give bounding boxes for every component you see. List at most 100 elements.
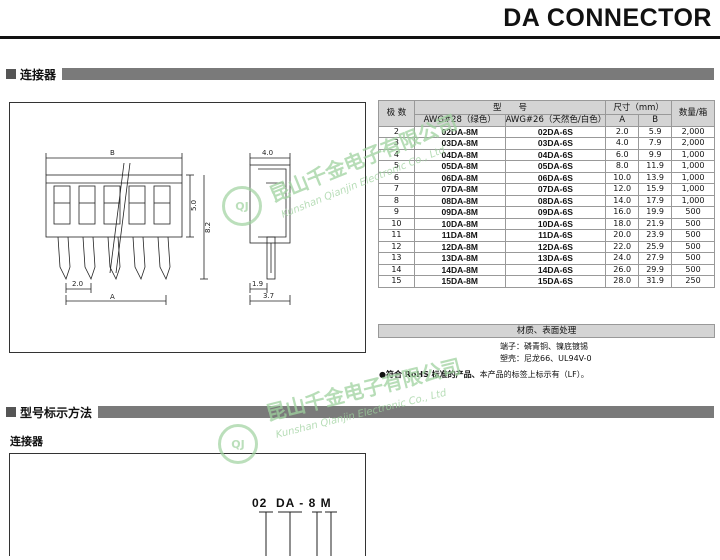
rohs-text: 本产品的标签上标示有（LF）。 [479, 370, 589, 379]
cell-qty: 2,000 [671, 137, 715, 150]
cell-poles: 12 [378, 240, 415, 253]
cell-a: 18.0 [605, 217, 640, 230]
page-title: DA CONNECTOR [503, 4, 712, 32]
dim-b-label: B [110, 149, 115, 157]
materials-heading: 材质、表面处理 [378, 324, 715, 338]
col-b: B [638, 114, 673, 127]
cell-b: 7.9 [638, 137, 673, 150]
cell-model-awg26: 03DA-6S [504, 137, 607, 150]
cell-b: 5.9 [638, 125, 673, 138]
sub-connector-label: 连接器 [10, 435, 43, 448]
section-connector-label: 连接器 [20, 67, 57, 82]
cell-model-awg28: 13DA-8M [413, 252, 506, 265]
cell-qty: 1,000 [671, 148, 715, 161]
cell-model-awg28: 02DA-8M [413, 125, 506, 138]
cell-poles: 13 [378, 252, 415, 265]
cell-model-awg28: 09DA-8M [413, 206, 506, 219]
col-awg26: AWG#26（天然色/白色） [504, 114, 607, 127]
cell-b: 29.9 [638, 263, 673, 276]
cell-model-awg26: 15DA-6S [504, 275, 607, 288]
cell-b: 15.9 [638, 183, 673, 196]
dim-d1-label: 1.9 [252, 280, 263, 288]
model-code: 02 DA - 8 M [252, 496, 332, 510]
spec-table: 极 数 型 号 尺寸（mm） 数量/箱 AWG#28（绿色） AWG#26（天然… [378, 100, 715, 288]
dim-a-label: A [110, 293, 115, 301]
section-bar [62, 68, 714, 80]
cell-model-awg28: 04DA-8M [413, 148, 506, 161]
cell-b: 27.9 [638, 252, 673, 265]
cell-model-awg28: 03DA-8M [413, 137, 506, 150]
cell-qty: 1,000 [671, 194, 715, 207]
cell-qty: 500 [671, 217, 715, 230]
cell-a: 20.0 [605, 229, 640, 242]
dim-h1-label: 5.0 [190, 200, 198, 211]
cell-model-awg28: 11DA-8M [413, 229, 506, 242]
section-bar [98, 406, 714, 418]
cell-qty: 250 [671, 275, 715, 288]
cell-a: 24.0 [605, 252, 640, 265]
col-a: A [605, 114, 640, 127]
cell-b: 23.9 [638, 229, 673, 242]
cell-qty: 500 [671, 229, 715, 242]
cell-model-awg28: 05DA-8M [413, 160, 506, 173]
materials-housing: 塑壳：尼龙66、UL94V-0 [500, 354, 592, 363]
model-notation-box [9, 453, 366, 556]
cell-poles: 14 [378, 263, 415, 276]
rohs-note: ●符合 RoHS 标准的产品、本产品的标签上标示有（LF）。 [379, 370, 589, 379]
cell-a: 28.0 [605, 275, 640, 288]
technical-drawing: B A 2.0 4.0 1.9 3.7 5.0 8.2 [9, 102, 366, 353]
cell-b: 17.9 [638, 194, 673, 207]
cell-model-awg26: 11DA-6S [504, 229, 607, 242]
model-code-ticks [259, 511, 337, 556]
cell-poles: 8 [378, 194, 415, 207]
cell-b: 11.9 [638, 160, 673, 173]
cell-model-awg26: 12DA-6S [504, 240, 607, 253]
cell-b: 19.9 [638, 206, 673, 219]
cell-model-awg28: 10DA-8M [413, 217, 506, 230]
section-marker-icon [6, 69, 16, 79]
cell-model-awg26: 13DA-6S [504, 252, 607, 265]
cell-a: 10.0 [605, 171, 640, 184]
cell-model-awg28: 15DA-8M [413, 275, 506, 288]
cell-model-awg26: 06DA-6S [504, 171, 607, 184]
watermark-logo-text-2: QJ [231, 437, 245, 451]
drawing-svg: B A 2.0 4.0 1.9 3.7 5.0 8.2 [45, 149, 291, 305]
cell-qty: 1,000 [671, 183, 715, 196]
cell-model-awg28: 06DA-8M [413, 171, 506, 184]
cell-a: 12.0 [605, 183, 640, 196]
cell-model-awg26: 10DA-6S [504, 217, 607, 230]
dim-d2-label: 3.7 [263, 292, 274, 300]
cell-qty: 500 [671, 206, 715, 219]
dim-h2-label: 8.2 [204, 222, 212, 233]
cell-model-awg28: 12DA-8M [413, 240, 506, 253]
cell-model-awg26: 08DA-6S [504, 194, 607, 207]
col-poles: 极 数 [378, 100, 415, 127]
cell-model-awg26: 05DA-6S [504, 160, 607, 173]
cell-model-awg26: 14DA-6S [504, 263, 607, 276]
dim-pitch-label: 2.0 [72, 280, 83, 288]
cell-a: 14.0 [605, 194, 640, 207]
cell-a: 8.0 [605, 160, 640, 173]
col-qty: 数量/箱 [671, 100, 715, 127]
cell-poles: 10 [378, 217, 415, 230]
cell-b: 13.9 [638, 171, 673, 184]
col-size: 尺寸（mm） [605, 100, 673, 115]
title-rule [0, 36, 720, 39]
cell-poles: 6 [378, 171, 415, 184]
cell-qty: 500 [671, 240, 715, 253]
cell-qty: 500 [671, 252, 715, 265]
cell-a: 16.0 [605, 206, 640, 219]
cell-poles: 4 [378, 148, 415, 161]
cell-model-awg26: 09DA-6S [504, 206, 607, 219]
materials-terminal: 端子：磷青铜、镍底镀锡 [500, 342, 588, 351]
